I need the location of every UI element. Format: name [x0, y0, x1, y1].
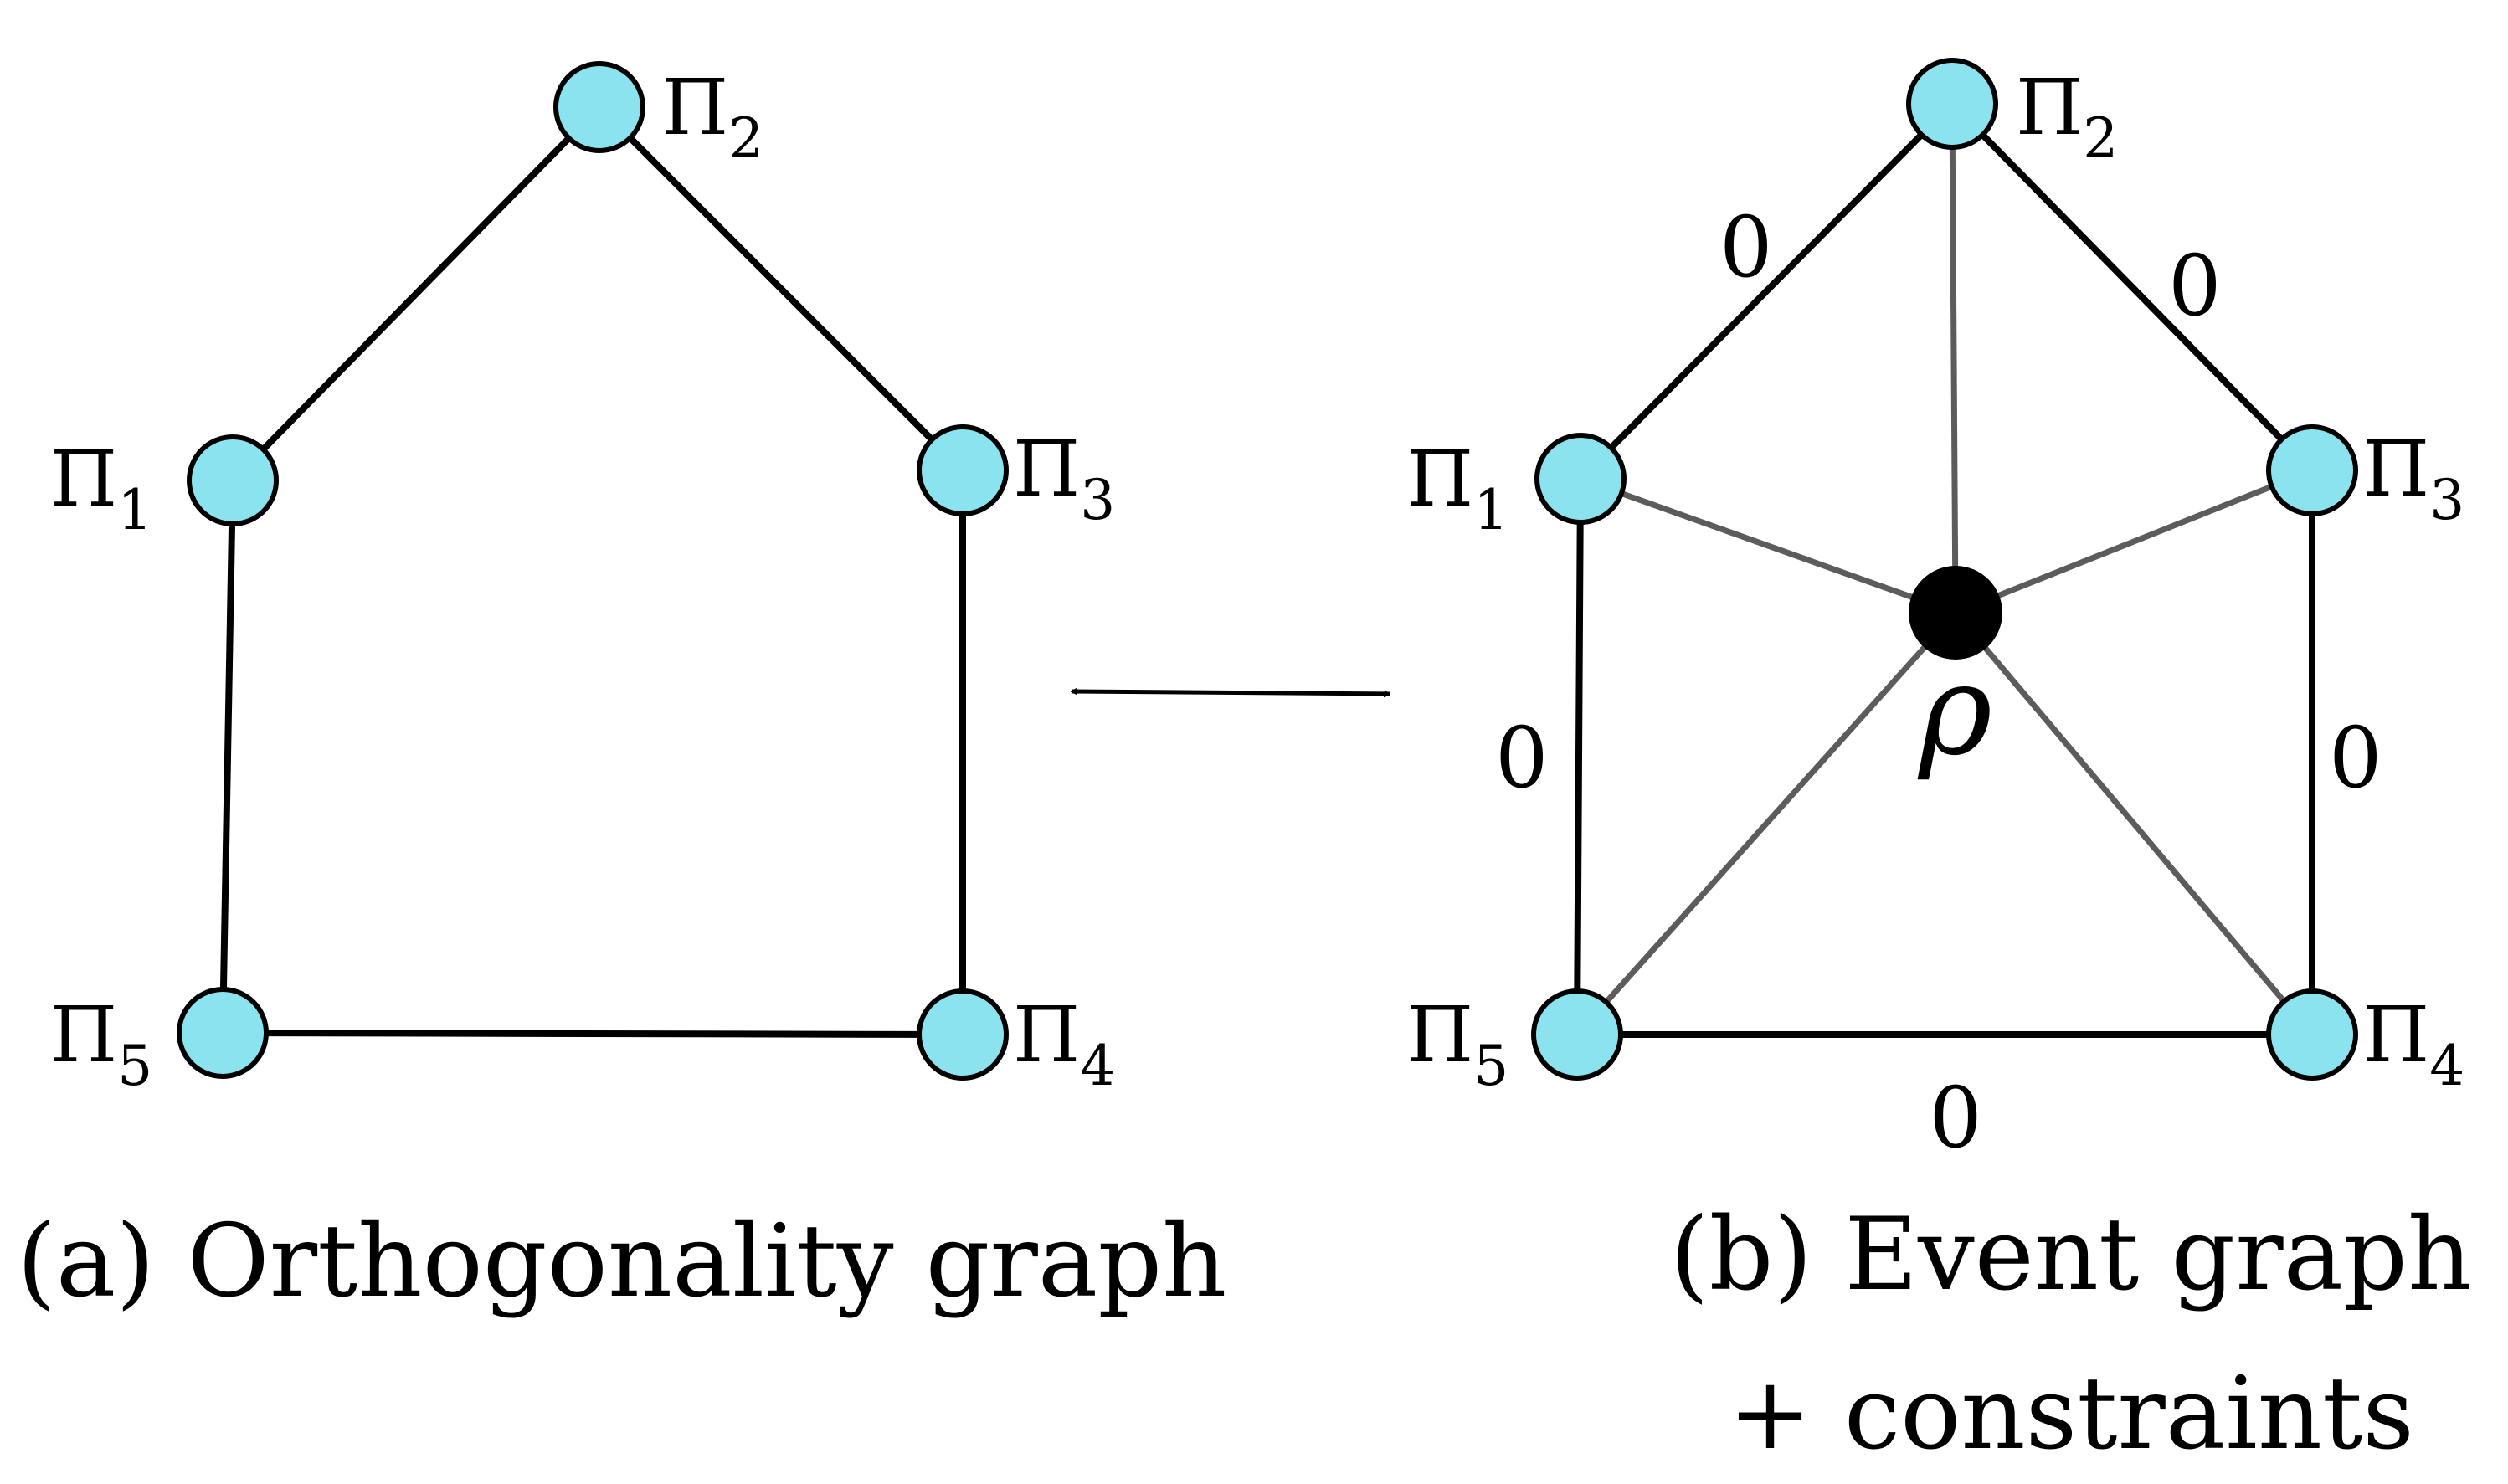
node-a-4-label: Π4: [1013, 990, 1115, 1098]
node-a-5-label: Π5: [50, 990, 152, 1098]
edge-label-3-4: 0: [2329, 709, 2382, 807]
edge-b-2-3: [1949, 100, 2315, 474]
edge-b-center-1: [1577, 475, 1959, 616]
nodes-a: [177, 61, 1009, 1081]
node-b-5-label: Π5: [1406, 990, 1508, 1098]
caption-b-line2: + constraints: [1728, 1356, 2414, 1472]
node-b-3: [2266, 424, 2358, 516]
caption-b-line1: (b) Event graph: [1670, 1197, 2472, 1313]
node-b-1: [1534, 433, 1627, 525]
node-a-2-label: Π2: [661, 63, 763, 171]
center-node-rho: [1909, 566, 2002, 660]
node-a-1-label: Π1: [50, 434, 152, 542]
node-b-4-label: Π4: [2362, 990, 2464, 1098]
node-b-3-label: Π3: [2362, 424, 2464, 532]
edge-label-1-5: 0: [1495, 709, 1549, 807]
double-headed-arrow-icon: [1072, 691, 1390, 694]
labels-b: Π1 Π2 Π3 Π4 Π5 0 0 0 0 0: [1406, 63, 2464, 1167]
edge-b-center-4: [1952, 609, 2315, 1038]
node-a-3-label: Π3: [1013, 424, 1115, 532]
event-graph: Π1 Π2 Π3 Π4 Π5 0 0 0 0 0 ρ (b) Event gra…: [1406, 58, 2472, 1472]
node-b-1-label: Π1: [1406, 434, 1508, 542]
edge-label-5-4: 0: [1929, 1069, 1982, 1167]
edge-a-1-2: [229, 104, 603, 484]
orthogonality-graph: Π1 Π2 Π3 Π4 Π5 (a) Orthogonality graph: [17, 61, 1226, 1320]
edge-a-4-5: [219, 1030, 966, 1038]
node-b-2-label: Π2: [2016, 63, 2118, 171]
node-a-5: [177, 987, 269, 1079]
node-a-2: [553, 61, 645, 153]
node-a-3: [917, 424, 1009, 516]
edge-label-1-2: 0: [1719, 198, 1773, 296]
labels-a: Π1 Π2 Π3 Π4 Π5: [50, 63, 1115, 1098]
edge-b-5-1: [1574, 475, 1584, 1038]
edge-b-center-2: [1949, 100, 1959, 616]
edge-b-center-3: [1952, 467, 2315, 616]
edge-b-center-5: [1574, 609, 1959, 1038]
node-b-4: [2266, 988, 2358, 1081]
caption-a: (a) Orthogonality graph: [17, 1204, 1226, 1320]
edge-a-5-1: [219, 477, 236, 1036]
nodes-b: [1531, 58, 2358, 1081]
node-b-5: [1531, 988, 1623, 1081]
edge-b-1-2: [1577, 100, 1956, 482]
edges-b-gray: [1574, 100, 2315, 1038]
edges-b-black: [1574, 100, 2315, 1038]
node-a-1: [187, 434, 279, 526]
node-b-2: [1906, 58, 1998, 150]
center-label-rho: ρ: [1917, 638, 1992, 783]
node-a-4: [917, 988, 1009, 1081]
edges-a: [219, 104, 966, 1038]
edge-a-2-3: [596, 104, 966, 474]
edge-label-2-3: 0: [2168, 237, 2222, 335]
